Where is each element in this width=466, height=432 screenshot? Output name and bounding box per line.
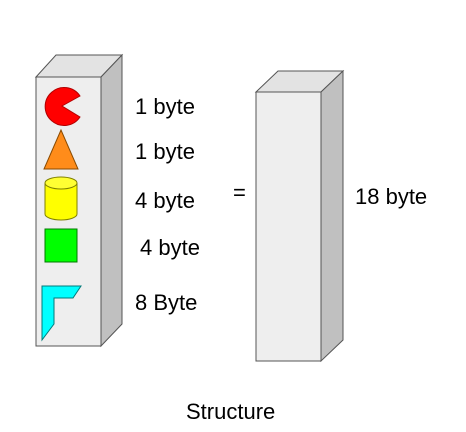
item-label-4: 4 byte	[140, 235, 200, 260]
triangle-icon	[43, 128, 79, 170]
total-size-label: 18 byte	[355, 184, 428, 209]
equals-sign: =	[233, 180, 246, 205]
pacman-icon	[44, 87, 81, 126]
left-box-side	[100, 53, 123, 348]
right-box	[254, 69, 345, 363]
caption: Structure	[186, 399, 276, 424]
item-label-2: 1 byte	[135, 139, 195, 164]
square-icon	[44, 228, 78, 263]
item-label-3: 4 byte	[135, 188, 195, 213]
corner-icon	[41, 285, 82, 342]
item-label-5: 8 Byte	[135, 290, 198, 315]
right-box-face	[255, 91, 322, 362]
item-label-1: 1 byte	[135, 94, 195, 119]
right-box-side	[320, 69, 344, 363]
cylinder-icon	[44, 176, 78, 221]
